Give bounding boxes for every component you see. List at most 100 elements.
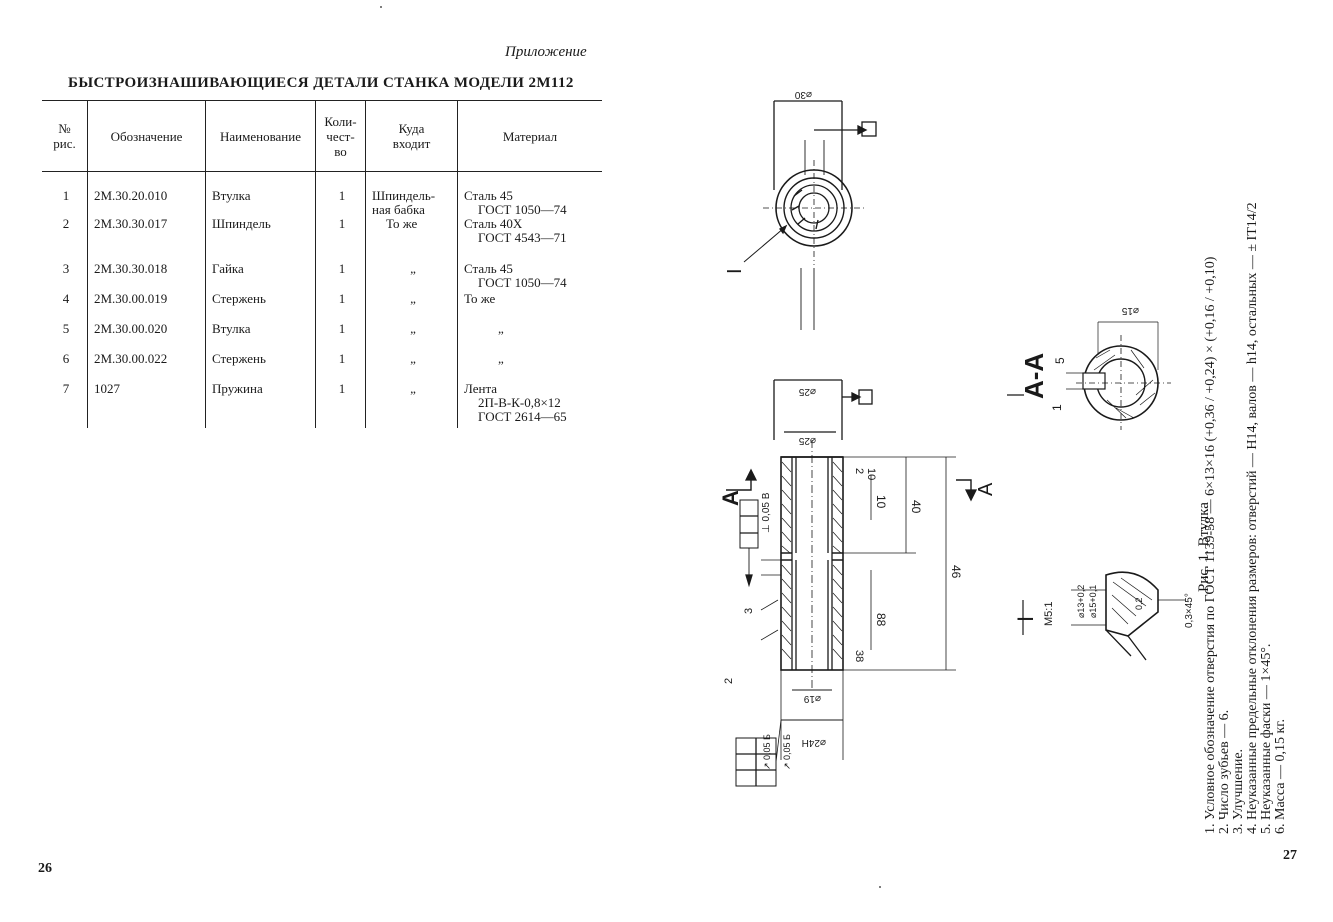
cell-dest: Шпиндель-ная бабка bbox=[365, 171, 458, 217]
cell-designation: 2М.30.20.010 bbox=[87, 171, 206, 217]
dim-label: 5 bbox=[1053, 357, 1067, 364]
dim-label: 3 bbox=[743, 608, 755, 614]
page-number-left: 26 bbox=[38, 861, 52, 876]
dim-label: ⌀19 bbox=[803, 693, 821, 704]
detail-view: I М5:1 0,3×45° 0,2 ⌀13+0,2 ⌀15+0,1 bbox=[1013, 571, 1195, 661]
cell-qty: 1 bbox=[315, 217, 366, 262]
col-header-designation: Обозначение bbox=[87, 100, 206, 172]
dim-label: 10 bbox=[874, 495, 888, 509]
cell-material: То же bbox=[457, 292, 602, 322]
dim-label: 46 bbox=[949, 565, 963, 579]
cell-num: 3 bbox=[62, 261, 70, 276]
cell-dest: „ bbox=[365, 292, 458, 322]
cell-dest: То же bbox=[365, 217, 458, 262]
dim-label: ⌀24Н bbox=[802, 737, 826, 748]
cell-qty: 1 bbox=[315, 292, 366, 322]
cell-name: Пружина bbox=[205, 382, 316, 428]
cell-num: 1 bbox=[62, 188, 70, 203]
dim-label: ⌀25 bbox=[798, 386, 816, 397]
table-row: 4 2М.30.00.019 Стержень 1 „ То же bbox=[42, 292, 602, 322]
cell-name: Шпиндель bbox=[205, 217, 316, 262]
cell-num: 6 bbox=[62, 351, 70, 366]
section-a-a: А-А ⌀15 5 1 bbox=[1007, 305, 1171, 430]
cell-name: Втулка bbox=[205, 171, 316, 217]
cell-qty: 1 bbox=[315, 382, 366, 428]
dim-label: 0,3×45° bbox=[1184, 593, 1195, 628]
cell-designation: 2М.30.30.017 bbox=[87, 217, 206, 262]
col-header-num: № рис. bbox=[42, 100, 88, 172]
cell-designation: 2М.30.00.019 bbox=[87, 292, 206, 322]
section-title: А-А bbox=[1019, 353, 1049, 399]
end-view-top: ⌀30 I bbox=[724, 89, 877, 330]
col-header-qty: Коли- чест- во bbox=[315, 100, 366, 172]
dim-label: 10 bbox=[865, 468, 877, 480]
appendix-label: Приложение bbox=[505, 44, 587, 60]
dim-label: ⌀13+0,2 bbox=[1076, 585, 1086, 618]
cell-designation: 2М.30.30.018 bbox=[87, 262, 206, 292]
cell-dest: „ bbox=[365, 352, 458, 382]
section-mark-left: А bbox=[718, 490, 743, 506]
page-number-right: 27 bbox=[1283, 848, 1297, 863]
cell-material: „ bbox=[457, 352, 602, 382]
detail-mark: I bbox=[1013, 616, 1038, 622]
cell-num: 7 bbox=[62, 381, 70, 396]
table-row: 6 2М.30.00.022 Стержень 1 „ „ bbox=[42, 352, 602, 382]
main-section-view: 46 40 10 88 2 10 38 ⌀25 ⌀25 ⌀19 ⌀24Н 3 2 bbox=[718, 379, 997, 787]
dim-label: 38 bbox=[853, 650, 865, 662]
col-header-name: Наименование bbox=[205, 100, 316, 172]
col-header-dest: Куда входит bbox=[365, 100, 458, 172]
dim-label: ⌀30 bbox=[794, 89, 812, 100]
cell-num: 2 bbox=[62, 216, 70, 231]
detail-scale: М5:1 bbox=[1043, 602, 1055, 626]
dim-label: ⌀15 bbox=[1121, 305, 1139, 316]
col-header-material: Материал bbox=[457, 100, 602, 172]
dim-label: 0,2 bbox=[1134, 597, 1144, 610]
tolerance-frame: ↗ 0,05 Б bbox=[782, 734, 792, 770]
scan-speck bbox=[380, 6, 382, 8]
cell-designation: 2М.30.00.022 bbox=[87, 352, 206, 382]
table-title: БЫСТРОИЗНАШИВАЮЩИЕСЯ ДЕТАЛИ СТАНКА МОДЕЛ… bbox=[68, 75, 574, 91]
table-header-row: № рис. Обозначение Наименование Коли- че… bbox=[42, 100, 602, 172]
cell-dest: „ bbox=[365, 262, 458, 292]
cell-qty: 1 bbox=[315, 262, 366, 292]
cell-qty: 1 bbox=[315, 322, 366, 352]
cell-num: 4 bbox=[62, 291, 70, 306]
cell-dest: „ bbox=[365, 382, 458, 428]
dim-label: 2 bbox=[723, 678, 735, 684]
parts-table: № рис. Обозначение Наименование Коли- че… bbox=[42, 100, 602, 428]
tolerance-frame: ↗ 0,05 Б bbox=[762, 734, 772, 770]
tolerance-frame: ⊥ 0,05 В bbox=[761, 492, 772, 533]
detail-mark: I bbox=[724, 268, 746, 274]
dim-label: ⌀15+0,1 bbox=[1088, 585, 1098, 618]
section-mark-right: А bbox=[975, 482, 997, 496]
left-page: Приложение БЫСТРОИЗНАШИВАЮЩИЕСЯ ДЕТАЛИ С… bbox=[0, 0, 666, 922]
cell-name: Втулка bbox=[205, 322, 316, 352]
table-row: 2 2М.30.30.017 Шпиндель 1 То же Сталь 40… bbox=[42, 217, 602, 262]
dim-label: 1 bbox=[1050, 404, 1064, 411]
cell-designation: 1027 bbox=[87, 382, 206, 428]
cell-name: Стержень bbox=[205, 292, 316, 322]
technical-drawing: ⌀30 I bbox=[718, 89, 1195, 787]
right-page: ⌀30 I bbox=[666, 0, 1333, 922]
cell-designation: 2М.30.00.020 bbox=[87, 322, 206, 352]
note-6: 6. Масса — 0,15 кг. bbox=[1273, 719, 1288, 834]
cell-material: „ bbox=[457, 322, 602, 352]
dim-label: 2 bbox=[853, 468, 865, 474]
cell-name: Стержень bbox=[205, 352, 316, 382]
dim-label: ⌀25 bbox=[798, 435, 816, 446]
cell-qty: 1 bbox=[315, 171, 366, 217]
cell-qty: 1 bbox=[315, 352, 366, 382]
dim-label: 88 bbox=[874, 613, 888, 627]
dim-label: 40 bbox=[909, 500, 923, 514]
scan-speck bbox=[879, 886, 881, 888]
table-row: 1 2М.30.20.010 Втулка 1 Шпиндель-ная баб… bbox=[42, 171, 602, 217]
cell-dest: „ bbox=[365, 322, 458, 352]
table-row: 5 2М.30.00.020 Втулка 1 „ „ bbox=[42, 322, 602, 352]
cell-name: Гайка bbox=[205, 262, 316, 292]
